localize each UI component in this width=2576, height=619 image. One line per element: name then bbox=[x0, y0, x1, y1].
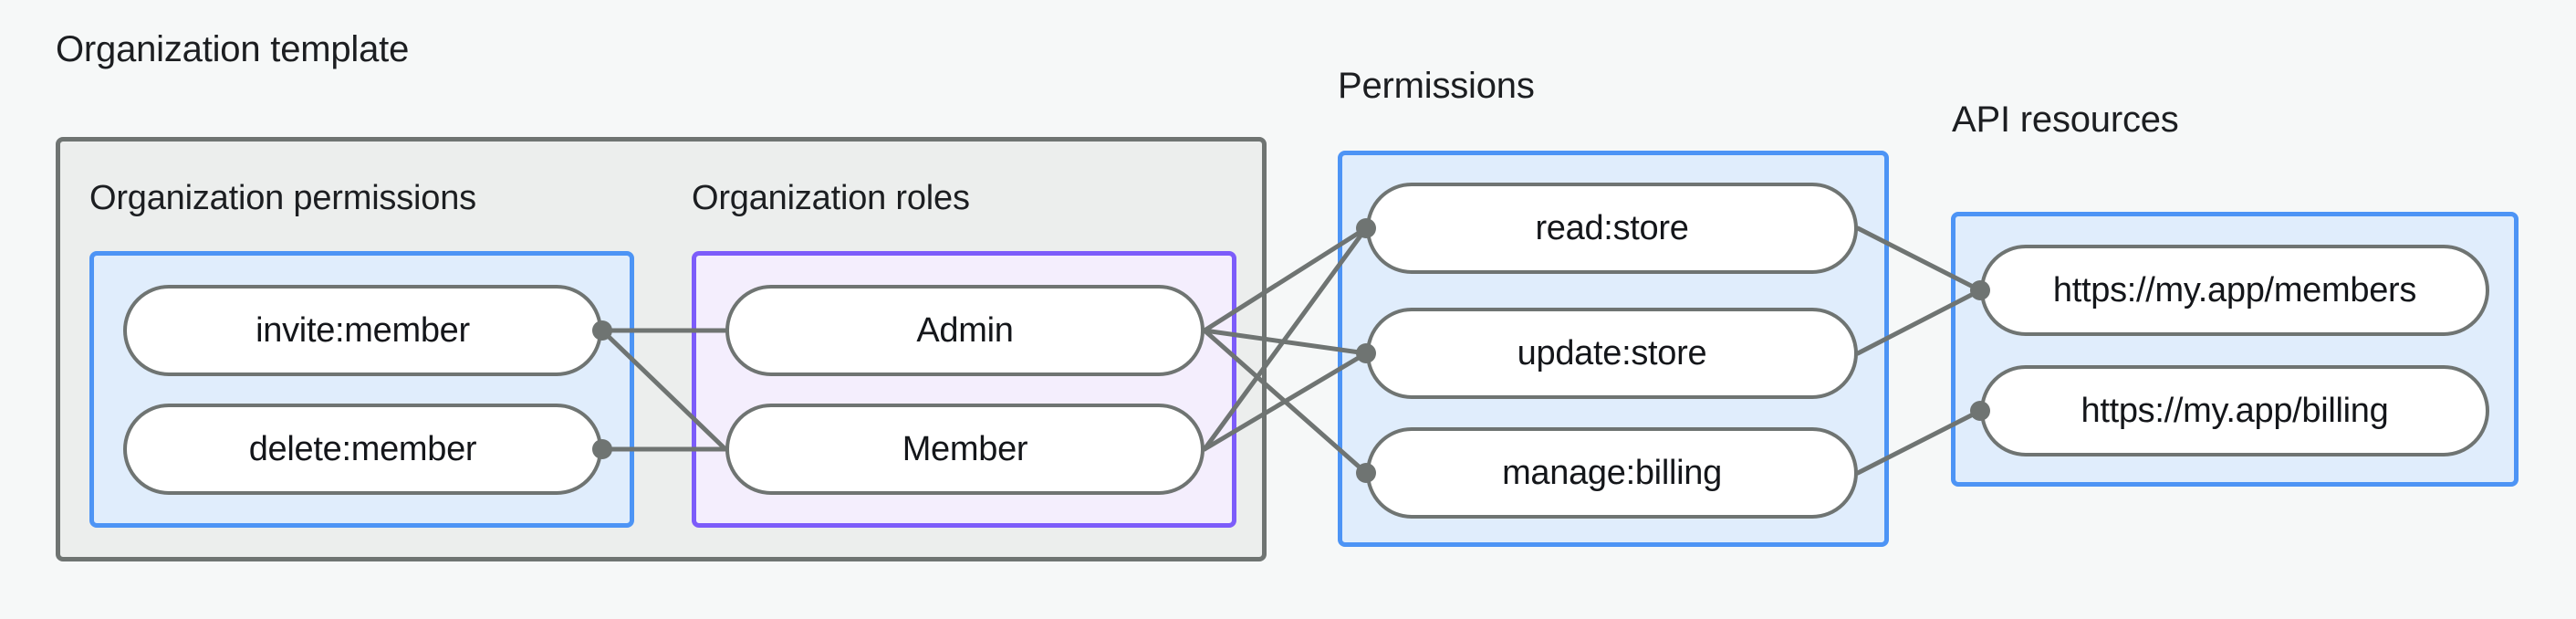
node-update-store[interactable]: update:store bbox=[1366, 308, 1858, 399]
node-read-store[interactable]: read:store bbox=[1366, 183, 1858, 274]
node-members-url[interactable]: https://my.app/members bbox=[1980, 245, 2489, 336]
port-invite-member-right bbox=[592, 320, 612, 341]
node-delete-member[interactable]: delete:member bbox=[123, 404, 602, 495]
node-manage-billing-label: manage:billing bbox=[1502, 454, 1722, 492]
port-update-store-left bbox=[1356, 343, 1376, 363]
permissions-label: Permissions bbox=[1338, 66, 1535, 106]
node-members-url-label: https://my.app/members bbox=[2052, 271, 2417, 310]
node-delete-member-label: delete:member bbox=[248, 430, 477, 468]
port-manage-billing-left bbox=[1356, 463, 1376, 483]
organization-permissions-label: Organization permissions bbox=[89, 179, 476, 217]
node-member-label: Member bbox=[902, 430, 1028, 468]
organization-roles-label: Organization roles bbox=[692, 179, 970, 217]
node-billing-url[interactable]: https://my.app/billing bbox=[1980, 365, 2489, 456]
port-members-url-left bbox=[1970, 280, 1990, 300]
node-admin-label: Admin bbox=[916, 311, 1014, 350]
node-member[interactable]: Member bbox=[725, 404, 1205, 495]
node-update-store-label: update:store bbox=[1517, 334, 1707, 372]
port-read-store-left bbox=[1356, 218, 1376, 238]
node-invite-member[interactable]: invite:member bbox=[123, 285, 602, 376]
node-admin[interactable]: Admin bbox=[725, 285, 1205, 376]
node-read-store-label: read:store bbox=[1535, 209, 1689, 247]
port-billing-url-left bbox=[1970, 401, 1990, 421]
port-delete-member-right bbox=[592, 439, 612, 459]
node-manage-billing[interactable]: manage:billing bbox=[1366, 427, 1858, 519]
node-invite-member-label: invite:member bbox=[256, 311, 470, 350]
node-billing-url-label: https://my.app/billing bbox=[2081, 392, 2389, 430]
api-resources-label: API resources bbox=[1952, 100, 2179, 140]
organization-template-label: Organization template bbox=[56, 29, 410, 69]
